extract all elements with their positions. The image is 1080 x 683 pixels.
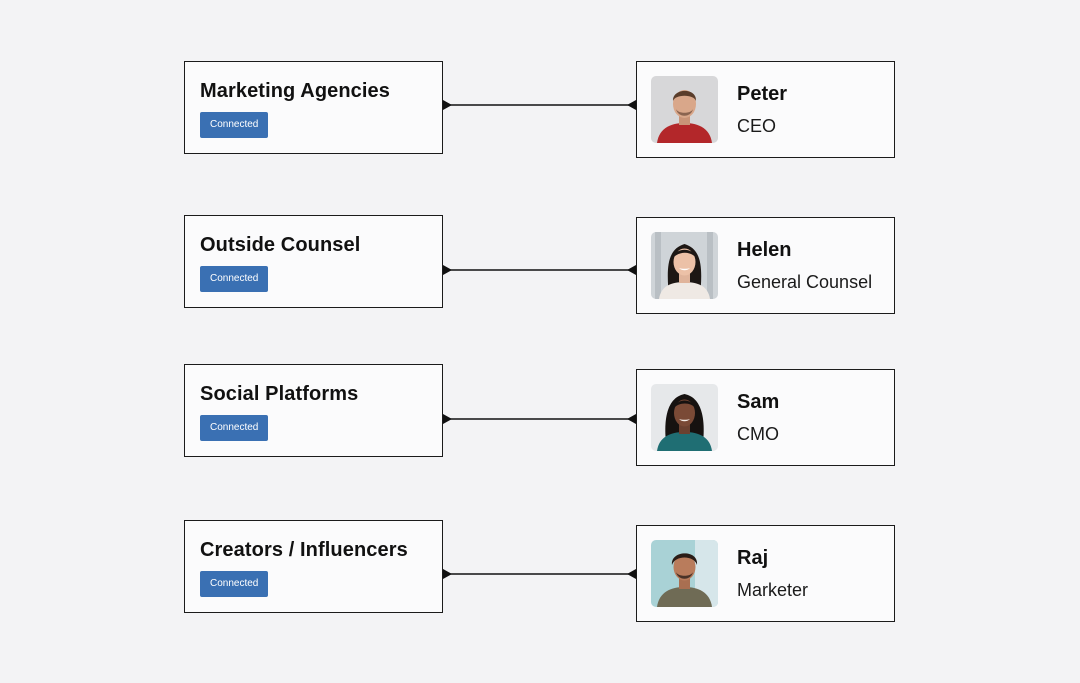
avatar [651,540,718,607]
org-node-social-platforms[interactable]: Social Platforms Connected [184,364,443,457]
contact-name: Helen [737,239,792,261]
org-title: Marketing Agencies [200,80,391,102]
contact-role: CEO [737,116,777,136]
contact-name: Sam [737,391,780,413]
contact-role: Marketer [737,580,809,600]
contact-node-sam[interactable]: Sam CMO [636,369,895,466]
connector-2 [443,265,636,275]
contact-name: Raj [737,547,769,569]
org-node-marketing-agencies[interactable]: Marketing Agencies Connected [184,61,443,154]
avatar [651,232,718,299]
contact-role: General Counsel [737,272,873,292]
status-badge[interactable]: Connected [200,266,269,292]
org-title: Outside Counsel [200,234,361,256]
avatar [651,384,718,451]
contact-node-raj[interactable]: Raj Marketer [636,525,895,622]
org-title: Social Platforms [200,383,359,405]
status-badge[interactable]: Connected [200,415,269,441]
contact-name: Peter [737,83,788,105]
org-node-creators-influencers[interactable]: Creators / Influencers Connected [184,520,443,613]
status-badge[interactable]: Connected [200,112,269,138]
connector-1 [443,100,636,110]
contact-role: CMO [737,424,779,444]
contact-node-peter[interactable]: Peter CEO [636,61,895,158]
connector-3 [443,414,636,424]
status-badge[interactable]: Connected [200,571,269,597]
avatar [651,76,718,143]
org-node-outside-counsel[interactable]: Outside Counsel Connected [184,215,443,308]
contact-node-helen[interactable]: Helen General Counsel [636,217,895,314]
connector-4 [443,569,636,579]
org-title: Creators / Influencers [200,539,408,561]
